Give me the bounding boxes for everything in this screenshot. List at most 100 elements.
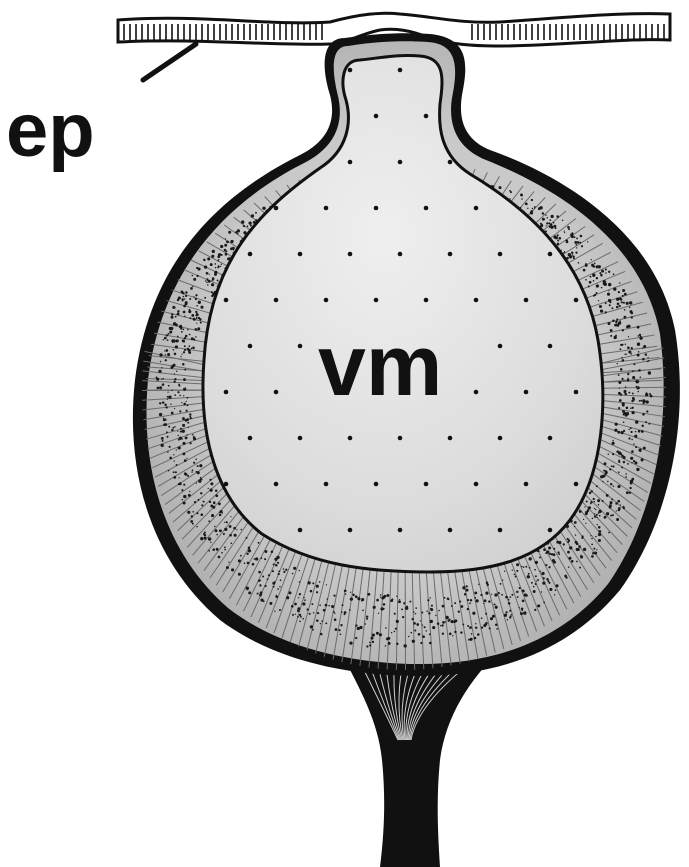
wall-granule — [581, 537, 583, 539]
wall-granule — [428, 612, 430, 614]
wall-granule — [578, 545, 581, 548]
wall-granule — [550, 226, 553, 229]
wall-granule — [219, 529, 222, 532]
wall-granule — [325, 604, 328, 607]
lumen-dot — [274, 298, 279, 303]
wall-granule — [163, 378, 164, 379]
wall-granule — [635, 431, 637, 433]
wall-granule — [164, 419, 166, 421]
wall-granule — [543, 577, 545, 579]
wall-granule — [535, 575, 537, 577]
wall-granule — [328, 605, 330, 607]
wall-granule — [248, 547, 251, 550]
wall-granule — [500, 583, 502, 585]
wall-granule — [167, 339, 169, 341]
wall-granule — [291, 605, 294, 608]
wall-granule — [611, 465, 613, 467]
wall-granule — [464, 593, 467, 596]
wall-granule — [635, 437, 636, 438]
wall-granule — [541, 591, 542, 592]
wall-granule — [449, 632, 452, 635]
wall-granule — [631, 450, 634, 453]
wall-granule — [607, 481, 609, 483]
wall-granule — [191, 337, 194, 340]
wall-granule — [178, 385, 180, 387]
wall-granule — [183, 484, 185, 486]
wall-granule — [219, 514, 222, 517]
wall-granule — [167, 353, 170, 356]
wall-granule — [340, 633, 342, 635]
wall-granule — [438, 610, 440, 612]
wall-granule — [545, 225, 546, 226]
wall-granule — [185, 419, 188, 422]
wall-granule — [218, 502, 221, 505]
wall-granule — [591, 264, 594, 267]
wall-granule — [183, 351, 185, 353]
wall-granule — [344, 611, 347, 614]
wall-granule — [413, 622, 415, 624]
wall-granule — [543, 548, 546, 551]
wall-granule — [177, 299, 179, 301]
wall-granule — [529, 567, 531, 569]
wall-granule — [628, 437, 630, 439]
wall-granule — [422, 624, 423, 625]
lumen-dot — [298, 344, 303, 349]
wall-granule — [280, 579, 282, 581]
wall-granule — [317, 612, 319, 614]
label-ep: ep — [6, 88, 95, 173]
wall-granule — [591, 259, 592, 260]
lumen-dot — [348, 68, 353, 73]
wall-granule — [637, 354, 640, 357]
wall-granule — [592, 552, 594, 554]
lumen-dot — [248, 252, 253, 257]
wall-granule — [599, 272, 601, 274]
wall-granule — [564, 251, 565, 252]
wall-granule — [224, 549, 226, 551]
wall-granule — [263, 600, 265, 602]
wall-granule — [340, 624, 342, 626]
wall-granule — [196, 318, 197, 319]
wall-granule — [173, 476, 176, 479]
lumen-dot — [374, 114, 379, 119]
wall-granule — [606, 512, 609, 515]
wall-granule — [187, 475, 189, 477]
wall-granule — [507, 619, 508, 620]
wall-granule — [639, 400, 641, 402]
wall-granule — [481, 626, 483, 628]
wall-granule — [516, 570, 518, 572]
wall-granule — [624, 354, 625, 355]
wall-granule — [184, 349, 186, 351]
lumen-dot — [274, 206, 279, 211]
wall-granule — [366, 616, 368, 618]
wall-granule — [430, 608, 432, 610]
wall-granule — [212, 548, 215, 551]
wall-granule — [185, 291, 187, 293]
wall-granule — [483, 603, 484, 604]
wall-granule — [576, 247, 577, 248]
wall-granule — [252, 563, 255, 566]
wall-granule — [534, 206, 536, 208]
wall-granule — [207, 284, 208, 285]
wall-granule — [642, 358, 645, 361]
wall-granule — [521, 608, 524, 611]
wall-granule — [208, 280, 209, 281]
wall-granule — [444, 597, 446, 599]
wall-granule — [448, 619, 450, 621]
wall-granule — [577, 548, 580, 551]
wall-granule — [238, 559, 241, 562]
wall-granule — [182, 424, 185, 427]
wall-granule — [200, 537, 203, 540]
wall-granule — [485, 613, 487, 615]
wall-granule — [615, 423, 618, 426]
wall-granule — [420, 642, 422, 644]
wall-granule — [167, 399, 168, 400]
wall-granule — [618, 291, 620, 293]
wall-granule — [556, 215, 559, 218]
wall-granule — [362, 609, 364, 611]
wall-granule — [611, 307, 613, 309]
wall-granule — [616, 306, 619, 309]
wall-granule — [517, 596, 519, 598]
wall-granule — [569, 546, 572, 549]
wall-granule — [498, 592, 500, 594]
wall-granule — [495, 624, 497, 626]
